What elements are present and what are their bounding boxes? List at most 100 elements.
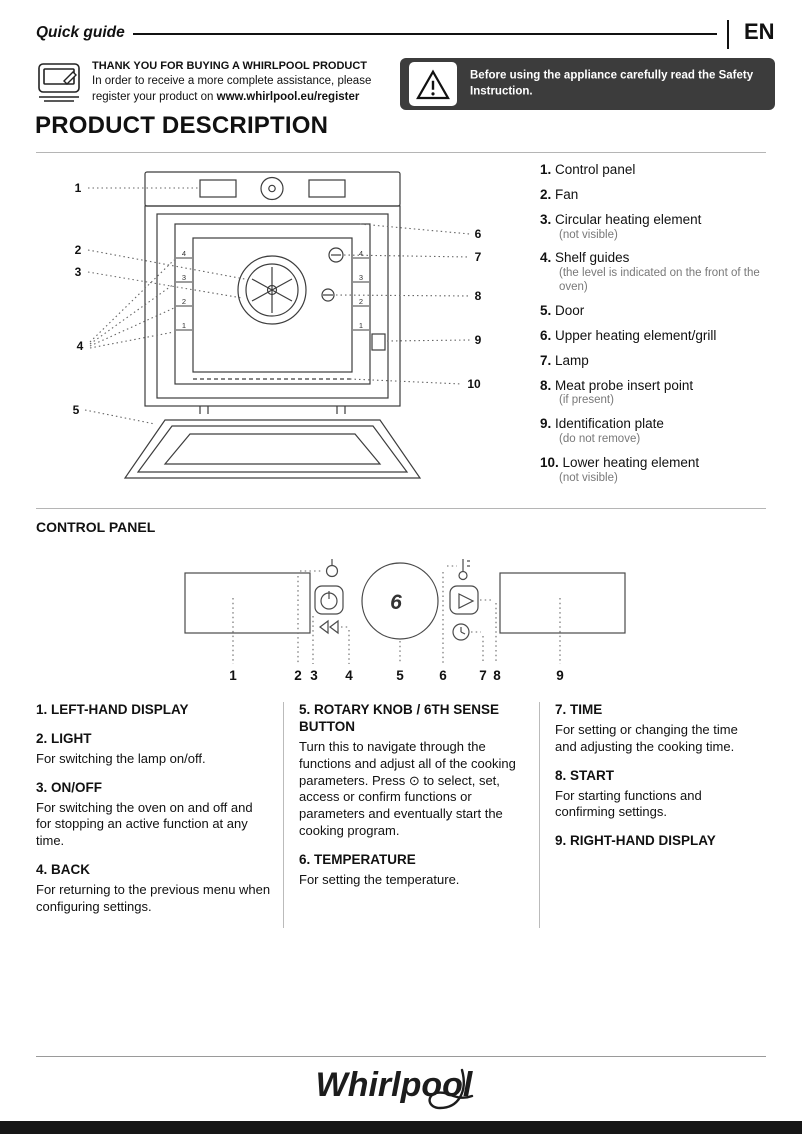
control-panel-heading: CONTROL PANEL (36, 519, 156, 535)
thankyou-line1: In order to receive a more complete assi… (92, 75, 372, 87)
register-text: register your product on (92, 90, 217, 103)
oven-callout: 2 (75, 243, 82, 257)
control-panel-descriptions: 1. LEFT-HAND DISPLAY 2. LIGHT For switch… (36, 702, 766, 928)
column-3: 7. TIME For setting or changing the time… (539, 702, 766, 928)
register-icon (38, 63, 80, 102)
logo-swoosh-icon (428, 1068, 474, 1110)
lamp-icon (328, 247, 344, 263)
legend-item: 4. Shelf guides(the level is indicated o… (540, 250, 760, 294)
svg-text:3: 3 (310, 668, 318, 683)
column-1: 1. LEFT-HAND DISPLAY 2. LIGHT For switch… (36, 702, 283, 928)
control-panel-diagram: 6 (184, 559, 626, 683)
svg-text:4: 4 (182, 249, 186, 258)
svg-text:4: 4 (359, 249, 363, 258)
cp-entry: 5. ROTARY KNOB / 6TH SENSE BUTTON Turn t… (299, 702, 516, 839)
legend-item: 9. Identification plate(do not remove) (540, 416, 664, 446)
product-legend: 1. Control panel 2. Fan 3. Circular heat… (540, 162, 780, 494)
light-icon (325, 559, 339, 578)
start-button-icon (449, 585, 479, 615)
cp-entry: 3. ON/OFF For switching the oven on and … (36, 779, 253, 849)
oven-callout: 1 (75, 181, 82, 195)
oven-callout: 10 (467, 377, 481, 391)
oven-callout: 3 (75, 265, 82, 279)
column-2: 5. ROTARY KNOB / 6TH SENSE BUTTON Turn t… (283, 702, 539, 928)
fan-icon (237, 255, 307, 325)
svg-text:8: 8 (493, 668, 501, 683)
svg-text:9: 9 (556, 668, 564, 683)
quick-guide-title: Quick guide (36, 24, 125, 41)
cp-entry: 6. TEMPERATURE For setting the temperatu… (299, 852, 460, 887)
legend-item: 6. Upper heating element/grill (540, 327, 717, 343)
svg-text:1: 1 (229, 668, 237, 683)
oven-body (144, 205, 401, 407)
door-hinges (199, 406, 346, 414)
oven-callout: 7 (475, 250, 482, 264)
register-url: www.whirlpool.eu/register (216, 90, 360, 103)
time-icon (452, 623, 470, 641)
svg-text:3: 3 (359, 273, 363, 282)
cp-entry: 8. START For starting functions and conf… (555, 767, 702, 820)
section-rule (36, 152, 766, 153)
cp-entry: 7. TIME For setting or changing the time… (555, 702, 738, 754)
cp-entry: 4. BACK For returning to the previous me… (36, 862, 271, 914)
page-title: PRODUCT DESCRIPTION (35, 112, 329, 139)
legend-item: 2. Fan (540, 186, 579, 202)
oven-door (123, 419, 422, 479)
oven-callout: 8 (475, 289, 482, 303)
temperature-icon (458, 559, 470, 581)
back-icon (319, 619, 339, 635)
oven-callout-numbers: 1 2 3 4 5 6 7 8 9 10 (73, 181, 482, 417)
shelf-guides (176, 257, 369, 331)
footer: Whirlpool (0, 1058, 802, 1119)
header-divider (727, 20, 729, 49)
language-code: EN (744, 19, 775, 44)
thankyou-line2: register your product on www.whirlpool.e… (92, 90, 371, 106)
thankyou-text: THANK YOU FOR BUYING A WHIRLPOOL PRODUCT… (92, 60, 371, 106)
right-display (499, 572, 626, 634)
svg-text:2: 2 (182, 297, 186, 306)
legend-item: 7. Lamp (540, 352, 589, 368)
oven-callout: 6 (475, 227, 482, 241)
oven-callout: 9 (475, 333, 482, 347)
svg-text:4: 4 (345, 668, 353, 683)
svg-text:1: 1 (359, 321, 363, 330)
cp-entry: 9. RIGHT-HAND DISPLAY (555, 833, 716, 849)
svg-text:5: 5 (396, 668, 404, 683)
knob-6th-sense-label: 6 (390, 591, 402, 614)
shelf-level-numbers: 4 3 2 1 4 3 2 1 (182, 249, 363, 330)
svg-text:3: 3 (182, 273, 186, 282)
oven-diagram: 1 2 3 4 5 6 7 8 9 10 4 3 2 1 4 3 2 1 (73, 171, 482, 479)
legend-item: 8. Meat probe insert point(if present) (540, 377, 694, 407)
section-rule (36, 508, 766, 509)
cp-leader-lines (232, 565, 561, 664)
legend-item: 5. Door (540, 302, 585, 318)
thankyou-section: THANK YOU FOR BUYING A WHIRLPOOL PRODUCT… (36, 60, 392, 106)
svg-text:7: 7 (479, 668, 487, 683)
oven-callout: 5 (73, 403, 80, 417)
header-rule (133, 33, 717, 35)
warning-icon-box (409, 62, 457, 106)
left-display (184, 572, 311, 634)
safety-warning-banner: Before using the appliance carefully rea… (400, 58, 775, 110)
oven-cavity (174, 223, 371, 385)
legend-item: 1. Control panel (540, 162, 636, 177)
pencil-icon (63, 71, 77, 85)
warning-triangle-icon (416, 68, 450, 99)
whirlpool-logo-text: Whirlpool (316, 1066, 474, 1104)
svg-text:2: 2 (294, 668, 302, 683)
oven-leader-lines (84, 187, 471, 425)
thankyou-heading: THANK YOU FOR BUYING A WHIRLPOOL PRODUCT (92, 60, 367, 72)
rotary-knob (361, 562, 439, 640)
cp-callout-numbers: 1 2 3 4 5 6 7 8 9 (229, 668, 564, 683)
svg-text:6: 6 (439, 668, 447, 683)
oven-callout: 4 (77, 339, 84, 353)
legend-item: 3. Circular heating element(not visible) (540, 211, 702, 241)
whirlpool-logo: Whirlpool (316, 1066, 474, 1110)
legend-item: 10. Lower heating element(not visible) (540, 454, 700, 484)
warning-text: Before using the appliance carefully rea… (470, 69, 754, 97)
power-button-icon (314, 585, 344, 615)
bottom-black-bar (0, 1121, 802, 1134)
cp-entry: 1. LEFT-HAND DISPLAY (36, 702, 189, 717)
footer-rule (36, 1056, 766, 1057)
